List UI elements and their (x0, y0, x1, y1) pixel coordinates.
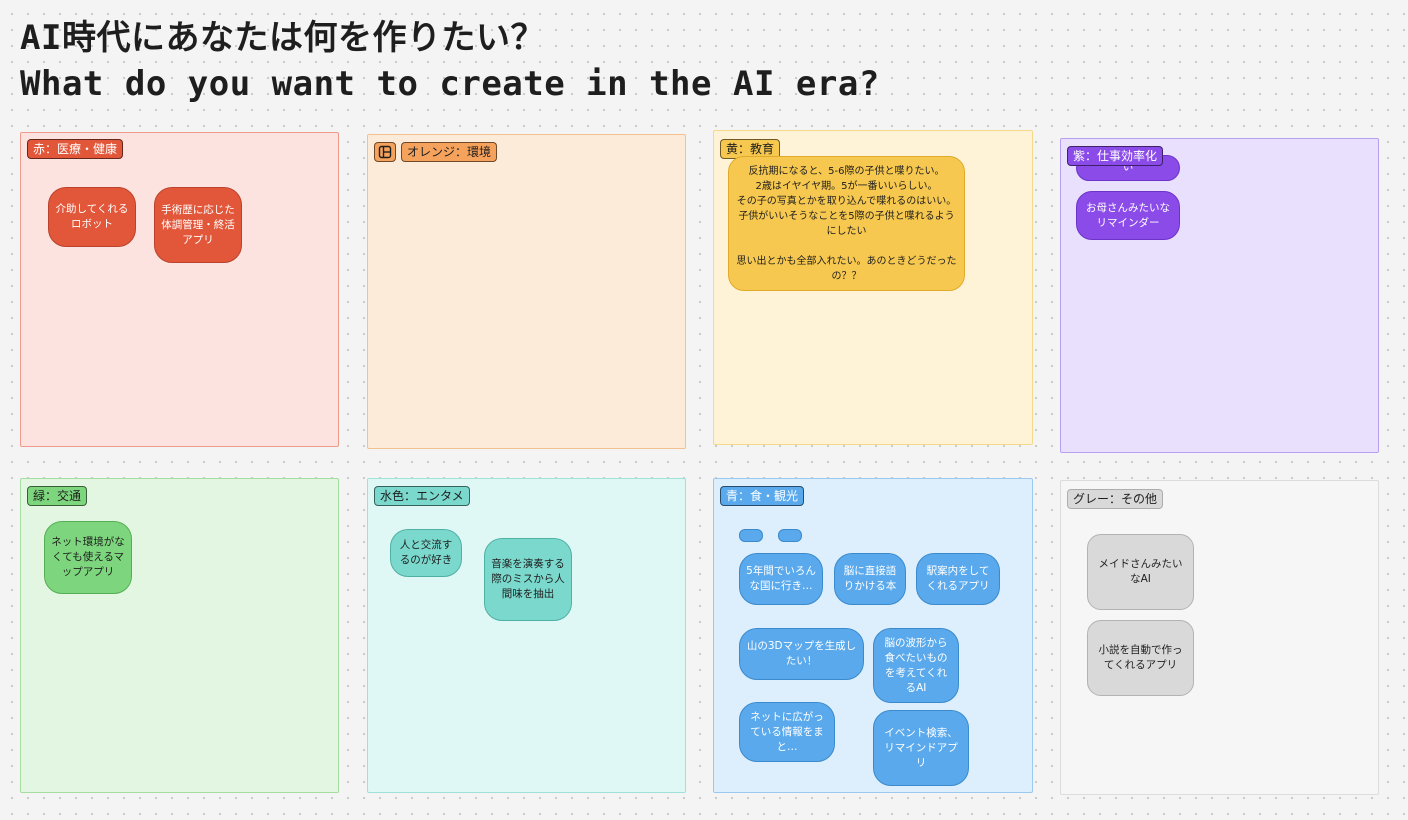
section-label-purple[interactable]: 紫：仕事効率化 (1067, 146, 1164, 166)
section-label-cyan[interactable]: 水色：エンタメ (374, 486, 470, 506)
section-label-green[interactable]: 緑：交通 (27, 486, 88, 506)
sticky-note[interactable]: お母さんみたいなリマインダー (1076, 191, 1180, 240)
section-label-yellow[interactable]: 黄：教育 (720, 139, 781, 159)
section-label-orange[interactable]: オレンジ：環境 (401, 142, 498, 162)
sticky-note[interactable]: 脳に直接語りかける本 (834, 553, 906, 605)
sticky-note[interactable]: ネット環境がなくても使えるマップアプリ (44, 521, 132, 594)
sticky-note[interactable]: 脳の波形から食べたいものを考えてくれるAI (873, 628, 959, 703)
sticky-note[interactable]: 介助してくれるロボット (48, 187, 136, 247)
collapsed-sticky-note[interactable] (739, 529, 763, 542)
sticky-note[interactable]: 駅案内をしてくれるアプリ (916, 553, 1000, 605)
section-green-transport[interactable]: 緑：交通 ネット環境がなくても使えるマップアプリ (20, 478, 339, 793)
sticky-note[interactable]: 山の3Dマップを生成したい！ (739, 628, 864, 680)
sticky-note[interactable]: イベント検索、リマインドアプリ (873, 710, 969, 786)
section-red-medical[interactable]: 赤：医療・健康 介助してくれるロボット 手術歴に応じた体調管理・終活アプリ (20, 132, 339, 447)
sticky-note[interactable]: ネットに広がっている情報をまと… (739, 702, 835, 762)
section-label-blue[interactable]: 青：食・観光 (720, 486, 805, 506)
section-cyan-entertainment[interactable]: 水色：エンタメ 人と交流するのが好き 音楽を演奏する際のミスから人間味を抽出 (367, 478, 686, 793)
layout-frame-icon[interactable] (374, 142, 396, 162)
sticky-note[interactable]: 人と交流するのが好き (390, 529, 462, 577)
section-purple-productivity[interactable]: PTAの管理をしたい 紫：仕事効率化 お母さんみたいなリマインダー (1060, 138, 1379, 453)
collapsed-sticky-note[interactable] (778, 529, 802, 542)
board-title-english: What do you want to create in the AI era… (20, 64, 880, 104)
sticky-note[interactable]: メイドさんみたいなAI (1087, 534, 1194, 610)
section-yellow-education[interactable]: 黄：教育 反抗期になると、5-6際の子供と喋りたい。 2歳はイヤイヤ期。5が一番… (713, 130, 1033, 445)
section-gray-other[interactable]: グレー：その他 メイドさんみたいなAI 小説を自動で作ってくれるアプリ (1060, 480, 1379, 795)
section-blue-food-tourism[interactable]: 青：食・観光 5年間でいろんな国に行き… 脳に直接語りかける本 駅案内をしてくれ… (713, 478, 1033, 793)
sticky-note[interactable]: 反抗期になると、5-6際の子供と喋りたい。 2歳はイヤイヤ期。5が一番いいらしい… (728, 156, 965, 291)
section-label-red[interactable]: 赤：医療・健康 (27, 139, 124, 159)
section-label-gray[interactable]: グレー：その他 (1067, 489, 1164, 509)
board-title-japanese: AI時代にあなたは何を作りたい？ (20, 18, 545, 58)
sticky-note[interactable]: 手術歴に応じた体調管理・終活アプリ (154, 187, 242, 263)
sticky-note[interactable]: 小説を自動で作ってくれるアプリ (1087, 620, 1194, 696)
sticky-note[interactable]: 音楽を演奏する際のミスから人間味を抽出 (484, 538, 572, 621)
sticky-note[interactable]: 5年間でいろんな国に行き… (739, 553, 823, 605)
section-orange-environment[interactable]: オレンジ：環境 (367, 134, 686, 449)
